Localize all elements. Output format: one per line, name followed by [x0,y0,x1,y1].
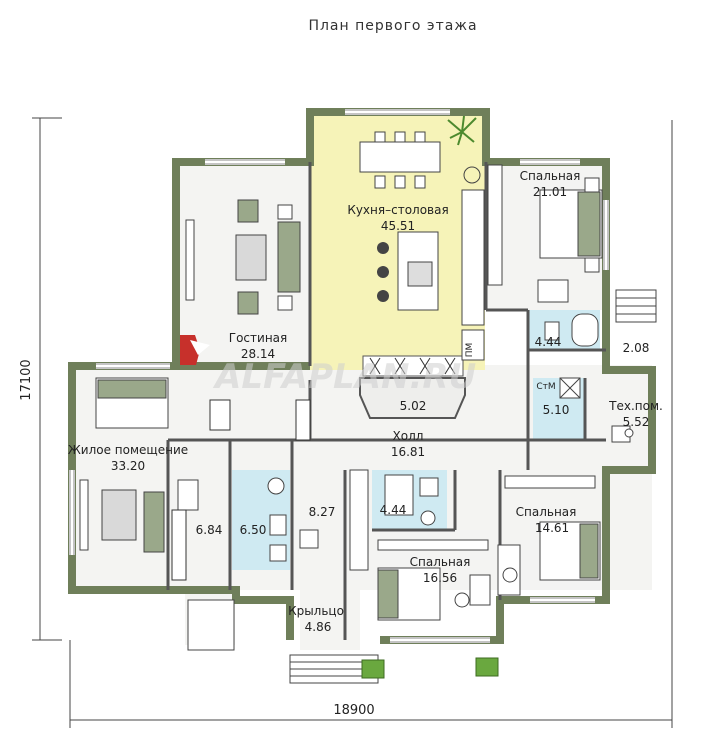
laundry-fixtures [559,377,581,399]
room-area-kitchen: 45.51 [381,219,415,233]
room-area-storage: 6.84 [196,523,223,537]
room-area-tech: 5.52 [623,415,650,429]
entrance-steps [187,599,379,684]
fireplace-icon [180,335,210,365]
room-area-living-w: 33.20 [111,459,145,473]
room-area-laundry: 5.10 [543,403,570,417]
room-name-living-w: Жилое помещение [68,443,188,457]
room-area-bedroom-ne: 21.01 [533,185,567,199]
bath-w-fixtures [267,477,287,562]
laundry-tag: СтМ [536,382,555,392]
living-furniture [185,199,301,315]
room-name-bedroom-s: Спальная [410,555,471,569]
room-name-hall: Холл [393,429,424,443]
bedroom-s-furniture [377,539,491,621]
kitchen-island [377,231,439,311]
room-area-corridor: 8.27 [309,505,336,519]
room-name-tech: Тех.пом. [608,399,663,413]
room-area-hall: 16.81 [391,445,425,459]
living-w-furniture [79,377,199,553]
room-name-kitchen: Кухня–столовая [347,203,448,217]
plant-icon [447,115,477,146]
bedroom-ne-furniture [487,164,603,303]
room-name-bedroom-se: Спальная [516,505,577,519]
room-area-bath-ne: 4.44 [535,335,562,349]
plan-title: План первого этажа [308,18,477,34]
room-name-entrance: Крыльцо [288,604,344,618]
room-name-living: Гостиная [229,331,287,345]
watermark-text: ALFAPLAN.RU [212,357,476,397]
dimension-width: 18900 [333,703,374,718]
porch-east-stairs [615,289,657,323]
room-area-porch-e: 2.08 [623,341,650,355]
bath-ne-fixtures [544,313,599,347]
room-labels: Гостиная 28.14 Кухня–столовая 45.51 Спал… [68,169,663,634]
hall-bay [359,377,466,419]
dimension-lines [32,117,673,728]
dining-table [359,131,441,189]
bay-seat-pattern [369,357,456,375]
room-area-entrance: 4.86 [305,620,332,634]
corridor-cabinet [299,469,369,571]
dishwasher-label: ПМ [465,343,475,358]
room-area-bedroom-s: 16.56 [423,571,457,585]
room-area-bath-w: 6.50 [240,523,267,537]
room-area-living: 28.14 [241,347,275,361]
room-name-bedroom-ne: Спальная [520,169,581,183]
tech-room-fixtures [611,425,634,443]
storage-shelving [171,399,311,581]
window-panes [69,109,609,643]
bay-seat [362,355,464,377]
entrance-planters [361,657,499,679]
room-area-bay: 5.02 [400,399,427,413]
dimension-height: 17100 [19,359,34,400]
bedroom-se-furniture [497,475,601,596]
room-area-bath-s: 4.44 [380,503,407,517]
bath-s-fixtures [384,474,439,526]
kitchen-counter [461,166,485,361]
windows [69,109,609,643]
room-area-bedroom-se: 14.61 [535,521,569,535]
